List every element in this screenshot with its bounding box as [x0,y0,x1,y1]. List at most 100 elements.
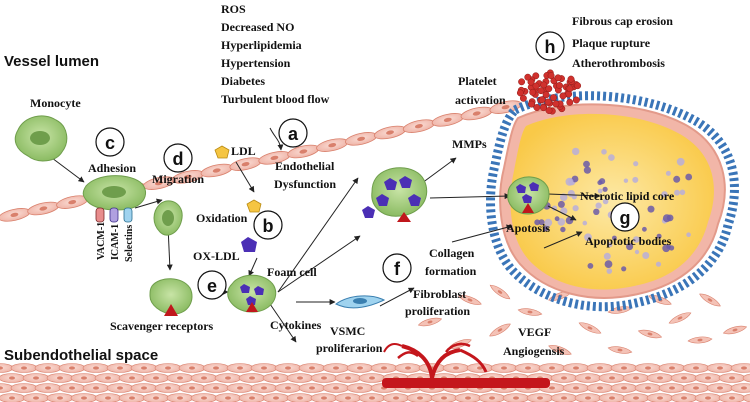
muscle-cell [502,393,530,402]
muscle-cell [82,383,110,393]
endothelial-cell [489,100,522,114]
muscle-cell [286,373,314,383]
apoptotic-body [632,176,639,183]
apoptotic-body [655,261,662,267]
muscle-cell [118,373,146,383]
endothelial-label: Endothelial [275,159,335,173]
apoptotic-bodies-dots [533,147,693,274]
muscle-cell [550,393,578,402]
muscle-cell [34,363,62,373]
step-d-letter: d [173,149,184,169]
apotosis-label: Apotosis [506,221,550,235]
step-b-circle [253,210,283,240]
vcam-receptor [95,207,105,223]
platelet [545,85,553,93]
endothelial-cell [258,151,291,165]
vsmc-cell [687,336,713,344]
muscle-cell [334,373,362,383]
platelet-cluster [516,69,582,115]
apoptotic-body [634,249,640,255]
muscle-cell [130,383,158,393]
muscle-cell [58,363,86,373]
muscle-cell [430,393,458,402]
step-a-letter: a [288,124,299,144]
step-a-circle [278,118,308,148]
muscle-cell [322,383,350,393]
muscle-cell [202,383,230,393]
vsmc-cell [548,345,572,355]
selectins-label: Selectins [124,225,135,262]
platelet [537,87,545,95]
migrating-monocyte [153,200,183,236]
muscle-cell [22,393,50,402]
step-markers [95,31,640,300]
muscle-cell [358,393,386,402]
dysfunction-label: Dysfunction [274,177,336,191]
muscle-cell [202,363,230,373]
muscle-cell [346,363,374,373]
apoptotic-body [656,233,662,239]
risk-factors-list: ROS Decreased NO Hyperlipidemia Hyperten… [221,2,330,106]
apoptotic-body [674,189,680,196]
scavenger-receptor-icon [164,304,178,316]
angiogensis-label: Angiogensis [503,344,565,358]
apoptotic-body [686,232,691,237]
muscle-cell [286,393,314,402]
muscle-cell [250,363,278,373]
risk-factor-item: Diabetes [221,74,265,88]
apoptotic-body [565,177,574,186]
endothelial-cell [27,201,60,216]
mmps-label: MMPs [452,137,487,151]
muscle-cell [694,373,722,383]
ldl-particles [214,145,262,213]
selectin-receptor [123,207,133,223]
apoptotic-body [572,205,579,212]
muscle-cell [742,373,750,383]
apoptotic-body [662,244,671,253]
plaque-events-list: Fibrous cap erosion Plaque rupture Ather… [572,14,673,70]
apoptotic-body [597,188,603,194]
ldl-label: LDL [231,144,256,158]
risk-factor-item: Hyperlipidemia [221,38,302,52]
muscle-cell [622,373,650,383]
muscle-cell [550,373,578,383]
angiogenesis-vessel [382,342,550,388]
muscle-cell [46,373,74,383]
endothelial-cell [316,138,349,152]
monocyte-cell [14,115,68,162]
risk-factor-item: Turbulent blood flow [221,92,330,106]
muscle-cell [22,373,50,383]
muscle-cell [154,363,182,373]
platelet [519,94,527,102]
foam-cell-label: Foam cell [267,265,317,279]
apoptotic-body [602,186,608,192]
platelet [566,98,574,106]
muscle-cell [0,373,26,383]
muscle-cell [130,363,158,373]
vsmc-cell [489,284,511,300]
platelet [554,74,562,82]
muscle-cell [262,373,290,383]
oxidation-label: Oxidation [196,211,248,225]
migration-label: Migration [152,172,204,186]
muscle-cell [298,363,326,373]
apoptotic-body [557,218,566,226]
apoptotic-body [642,226,647,232]
foam-cell-apoptotic [507,176,550,215]
muscle-cell [406,393,434,402]
step-letters: a b c d e f g h [105,37,631,296]
plaque-event-item: Plaque rupture [572,36,651,50]
smooth-muscle-layer [0,363,750,402]
muscle-cell [478,393,506,402]
apoptotic-body [685,173,693,181]
muscle-cell [238,373,266,383]
subendothelial-space-label: Subendothelial space [4,347,158,364]
risk-factor-item: Decreased NO [221,20,294,34]
muscle-cell [622,393,650,402]
platelet [540,81,548,89]
muscle-cell [658,363,686,373]
muscle-cell [226,383,254,393]
muscle-cell [310,373,338,383]
muscle-cell [10,363,38,373]
foam-cell-large [362,167,428,222]
